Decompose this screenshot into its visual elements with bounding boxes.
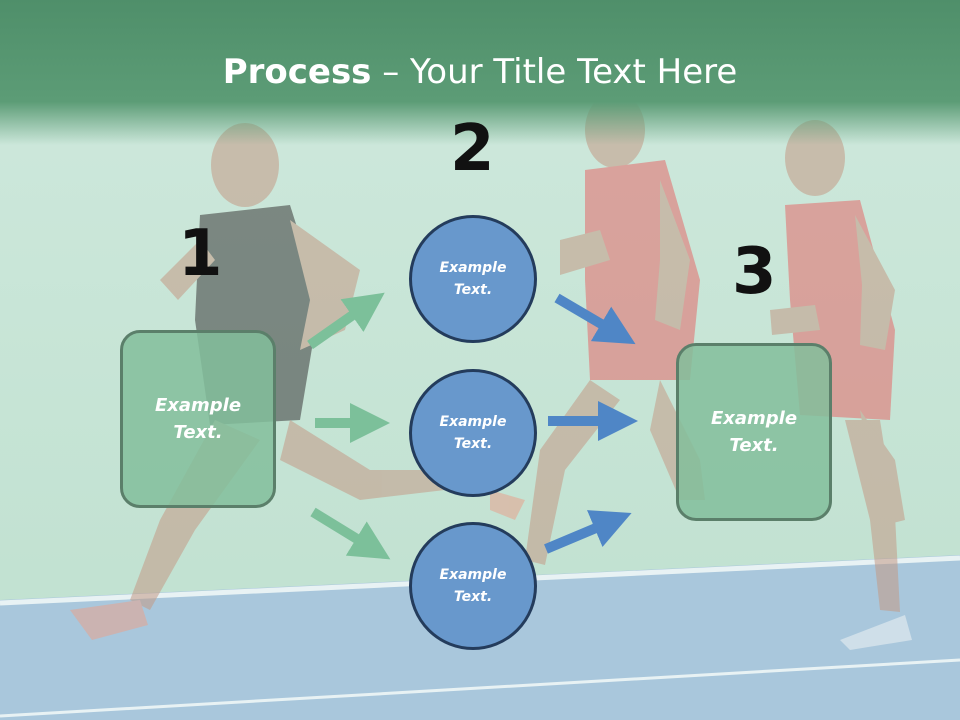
step-number-2: 2	[450, 112, 495, 186]
circle-middle-text: Example Text.	[439, 413, 507, 452]
step-1-text: Example Text.	[154, 395, 242, 443]
title-band	[0, 0, 960, 145]
step-3-box[interactable]: Example Text.	[676, 343, 832, 521]
circle-bottom-text: Example Text.	[439, 566, 507, 605]
arrow-bottom-to-3	[544, 510, 632, 554]
step-2-circle-bottom[interactable]: Example Text.	[409, 522, 537, 650]
arrow-1-to-top	[307, 292, 385, 350]
step-3-text: Example Text.	[710, 408, 798, 456]
step-number-1: 1	[178, 217, 223, 291]
arrow-1-to-bottom	[310, 507, 391, 560]
step-2-circle-top[interactable]: Example Text.	[409, 215, 537, 343]
slide-title: Process – Your Title Text Here	[0, 52, 960, 92]
title-rest: – Your Title Text Here	[371, 52, 738, 92]
step-number-3: 3	[732, 235, 777, 309]
arrow-top-to-3	[554, 293, 636, 345]
circle-top-text: Example Text.	[439, 259, 507, 298]
title-bold: Process	[222, 52, 372, 92]
step-1-box[interactable]: Example Text.	[120, 330, 276, 508]
step-2-circle-middle[interactable]: Example Text.	[409, 369, 537, 497]
